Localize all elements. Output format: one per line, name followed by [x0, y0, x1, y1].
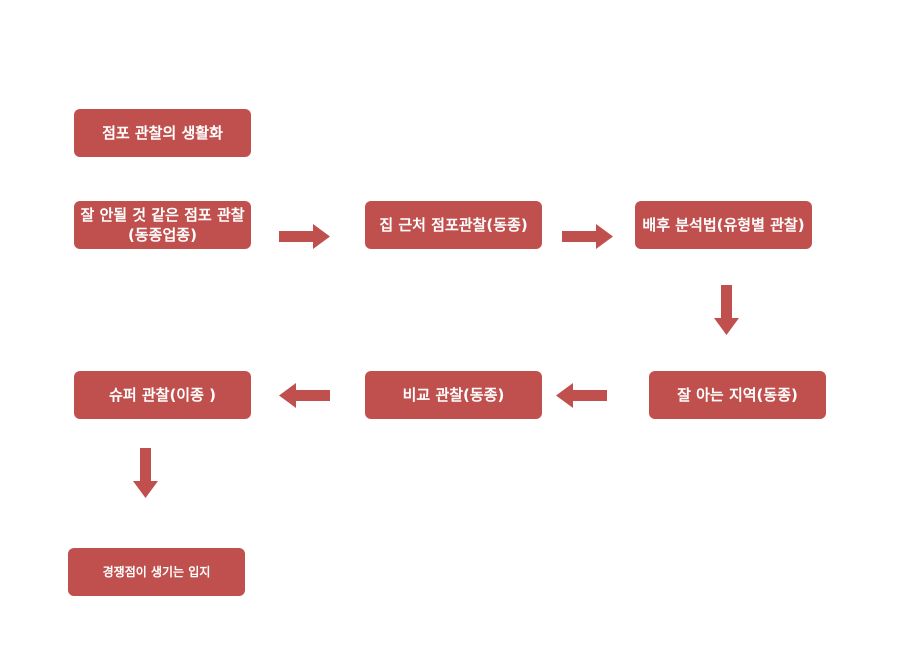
step-box-comparison: 비교 관찰(동종) — [365, 371, 542, 419]
arrow-right-icon — [279, 224, 330, 249]
step-box-supermarket: 슈퍼 관찰(이종 ) — [74, 371, 251, 419]
step-label-nearby-store: 집 근처 점포관찰(동종) — [379, 216, 528, 234]
arrow-down-icon — [133, 448, 158, 498]
step-box-unlikely-store: 잘 안될 것 같은 점포 관찰(동종업종) — [74, 201, 251, 249]
step-box-background-analysis: 배후 분석법(유형별 관찰) — [635, 201, 812, 249]
title-box: 점포 관찰의 생활화 — [74, 109, 251, 157]
arrow-left-icon — [279, 383, 330, 408]
arrow-left-icon — [556, 383, 607, 408]
step-box-competitor-location: 경쟁점이 생기는 입지 — [68, 548, 245, 596]
step-label-competitor-location: 경쟁점이 생기는 입지 — [102, 565, 211, 579]
arrow-right-icon — [562, 224, 613, 249]
step-label-background-analysis: 배후 분석법(유형별 관찰) — [642, 216, 805, 234]
step-label-familiar-area: 잘 아는 지역(동종) — [677, 386, 798, 404]
step-box-familiar-area: 잘 아는 지역(동종) — [649, 371, 826, 419]
step-label-supermarket: 슈퍼 관찰(이종 ) — [109, 386, 216, 404]
step-label-comparison: 비교 관찰(동종) — [402, 386, 505, 404]
step-box-nearby-store: 집 근처 점포관찰(동종) — [365, 201, 542, 249]
title-label: 점포 관찰의 생활화 — [102, 124, 223, 142]
arrow-down-icon — [714, 285, 739, 335]
step-label-unlikely-store: 잘 안될 것 같은 점포 관찰(동종업종) — [80, 206, 245, 244]
